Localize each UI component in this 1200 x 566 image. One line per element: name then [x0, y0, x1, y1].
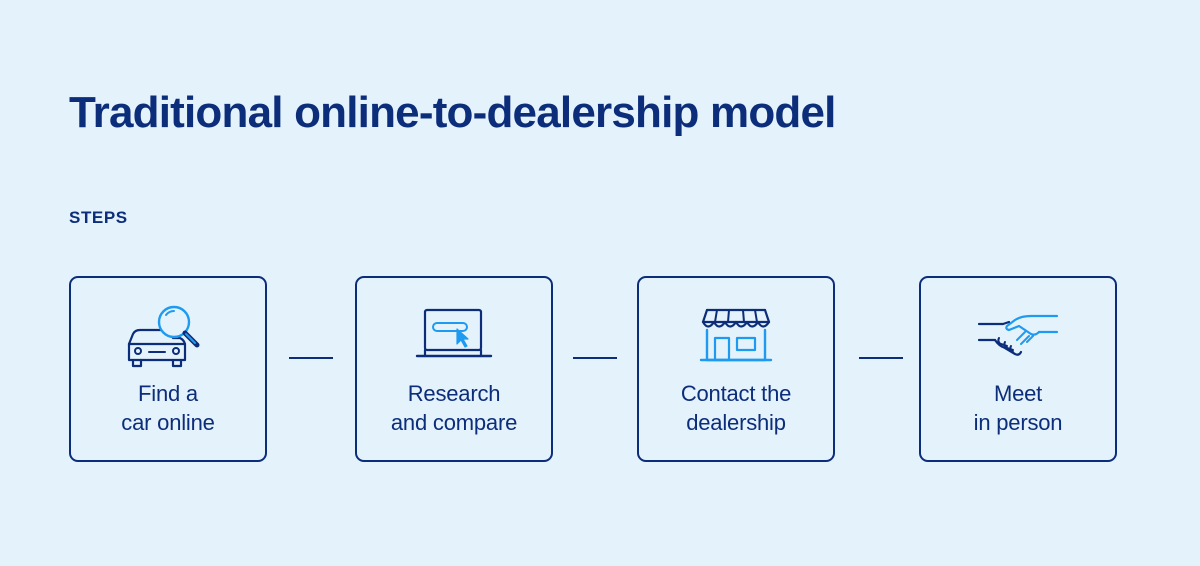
storefront-icon	[691, 302, 781, 370]
step-connector	[573, 357, 617, 359]
step-label: Contact the dealership	[680, 381, 792, 435]
laptop-cursor-icon	[409, 302, 499, 370]
handshake-icon	[973, 302, 1063, 370]
step-card-find-car: Find a car online	[69, 276, 267, 462]
page-title: Traditional online-to-dealership model	[69, 88, 836, 137]
step-label: Meet in person	[973, 381, 1063, 435]
step-connector	[289, 357, 333, 359]
step-card-contact: Contact the dealership	[637, 276, 835, 462]
step-card-meet: Meet in person	[919, 276, 1117, 462]
section-label: STEPS	[69, 208, 128, 227]
car-search-icon	[123, 302, 213, 370]
step-label: Research and compare	[390, 381, 518, 435]
step-card-research: Research and compare	[355, 276, 553, 462]
step-label: Find a car online	[121, 381, 215, 435]
step-connector	[859, 357, 903, 359]
